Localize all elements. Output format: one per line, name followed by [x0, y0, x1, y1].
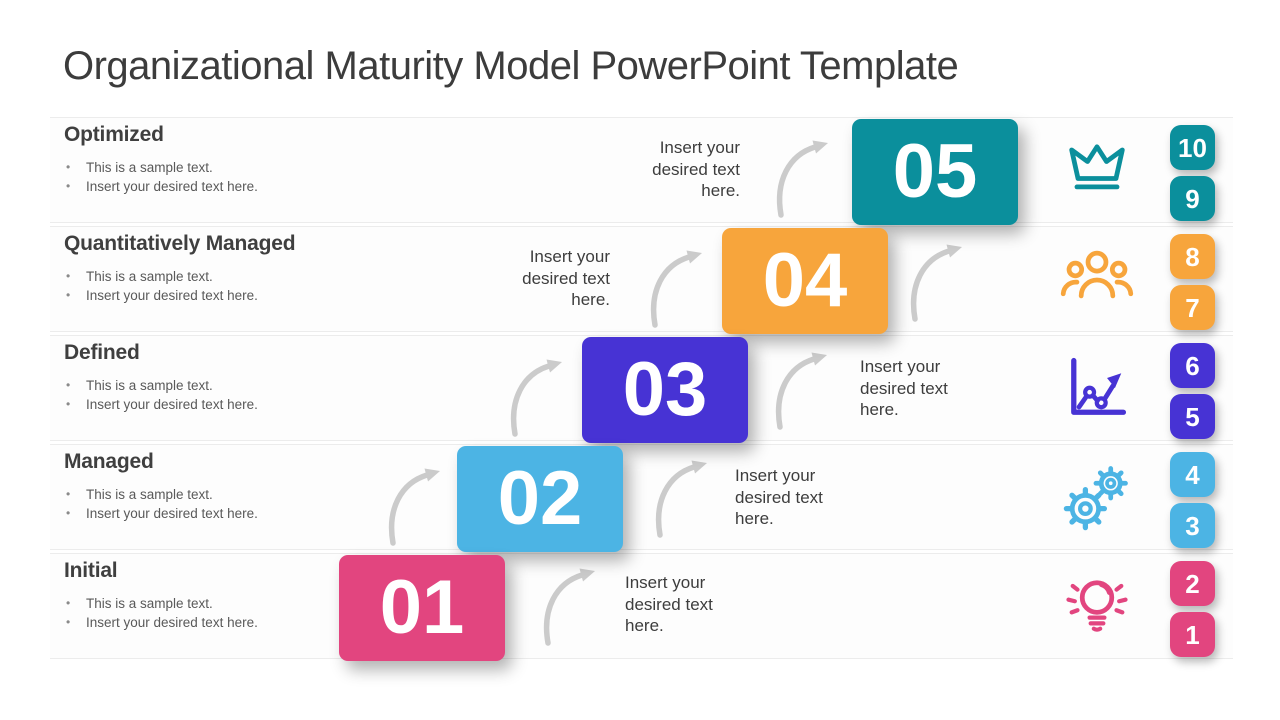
number-box-05: 05	[852, 119, 1018, 225]
bullet-list: • This is a sample text. • Insert your des…	[66, 158, 258, 196]
level-badge-1: 1	[1170, 612, 1215, 657]
bullet-dot: •	[66, 397, 71, 411]
level-badge-8: 8	[1170, 234, 1215, 279]
bullet-text: Insert your desired text here.	[86, 397, 258, 412]
bullet-item: • Insert your desired text here.	[66, 395, 258, 414]
bullet-list: • This is a sample text. • Insert your des…	[66, 267, 258, 305]
bullet-list: • This is a sample text. • Insert your des…	[66, 485, 258, 523]
light-bulb-icon	[1059, 568, 1135, 644]
curved-arrow-icon	[655, 460, 707, 538]
bullet-text: Insert your desired text here.	[86, 506, 258, 521]
bullet-text: Insert your desired text here.	[86, 615, 258, 630]
row-title-defined: Defined	[64, 341, 140, 364]
bullet-list: • This is a sample text. • Insert your des…	[66, 376, 258, 414]
bullet-item: • This is a sample text.	[66, 158, 258, 177]
bullet-text: This is a sample text.	[86, 269, 213, 284]
level-badge-7: 7	[1170, 285, 1215, 330]
bullet-text: This is a sample text.	[86, 596, 213, 611]
growth-chart-icon	[1059, 350, 1135, 426]
note-text: Insert your desired text here.	[625, 573, 713, 635]
team-icon	[1059, 241, 1135, 317]
level-badge-2: 2	[1170, 561, 1215, 606]
bullet-dot: •	[66, 596, 71, 610]
level-badge-9: 9	[1170, 176, 1215, 221]
row-title-quantitatively-managed: Quantitatively Managed	[64, 232, 296, 255]
number-box-04: 04	[722, 228, 888, 334]
bullet-item: • Insert your desired text here.	[66, 286, 258, 305]
curved-arrow-icon	[910, 244, 962, 322]
bullet-dot: •	[66, 506, 71, 520]
bullet-item: • This is a sample text.	[66, 594, 258, 613]
row-band-quantitatively-managed	[50, 226, 1233, 332]
bullet-item: • This is a sample text.	[66, 376, 258, 395]
note-text: Insert your desired text here.	[522, 247, 610, 309]
row-title-optimized: Optimized	[64, 123, 164, 146]
bullet-dot: •	[66, 160, 71, 174]
curved-arrow-icon	[388, 468, 440, 546]
bullet-text: Insert your desired text here.	[86, 179, 258, 194]
gears-icon	[1059, 459, 1135, 535]
bullet-text: This is a sample text.	[86, 378, 213, 393]
note-text: Insert your desired text here.	[860, 357, 948, 419]
bullet-item: • Insert your desired text here.	[66, 177, 258, 196]
bullet-dot: •	[66, 288, 71, 302]
level-badge-5: 5	[1170, 394, 1215, 439]
bullet-dot: •	[66, 615, 71, 629]
number-box-02: 02	[457, 446, 623, 552]
row-band-initial	[50, 553, 1233, 659]
bullet-text: This is a sample text.	[86, 160, 213, 175]
curved-arrow-icon	[510, 359, 562, 437]
level-badge-4: 4	[1170, 452, 1215, 497]
bullet-dot: •	[66, 487, 71, 501]
bullet-text: This is a sample text.	[86, 487, 213, 502]
curved-arrow-icon	[776, 140, 828, 218]
bullet-item: • This is a sample text.	[66, 267, 258, 286]
row-band-optimized	[50, 117, 1233, 223]
level-badge-10: 10	[1170, 125, 1215, 170]
bullet-list: • This is a sample text. • Insert your des…	[66, 594, 258, 632]
slide-title: Organizational Maturity Model PowerPoint…	[63, 44, 959, 88]
note-text: Insert your desired text here.	[735, 466, 823, 528]
bullet-text: Insert your desired text here.	[86, 288, 258, 303]
bullet-dot: •	[66, 269, 71, 283]
row-title-initial: Initial	[64, 559, 118, 582]
row-title-managed: Managed	[64, 450, 154, 473]
curved-arrow-icon	[543, 568, 595, 646]
bullet-item: • Insert your desired text here.	[66, 613, 258, 632]
note-text: Insert your desired text here.	[652, 138, 740, 200]
bullet-item: • This is a sample text.	[66, 485, 258, 504]
bullet-dot: •	[66, 378, 71, 392]
number-box-03: 03	[582, 337, 748, 443]
row-band-managed	[50, 444, 1233, 550]
number-box-01: 01	[339, 555, 505, 661]
level-badge-6: 6	[1170, 343, 1215, 388]
crown-icon	[1059, 132, 1135, 208]
bullet-item: • Insert your desired text here.	[66, 504, 258, 523]
bullet-dot: •	[66, 179, 71, 193]
level-badge-3: 3	[1170, 503, 1215, 548]
curved-arrow-icon	[775, 352, 827, 430]
curved-arrow-icon	[650, 250, 702, 328]
